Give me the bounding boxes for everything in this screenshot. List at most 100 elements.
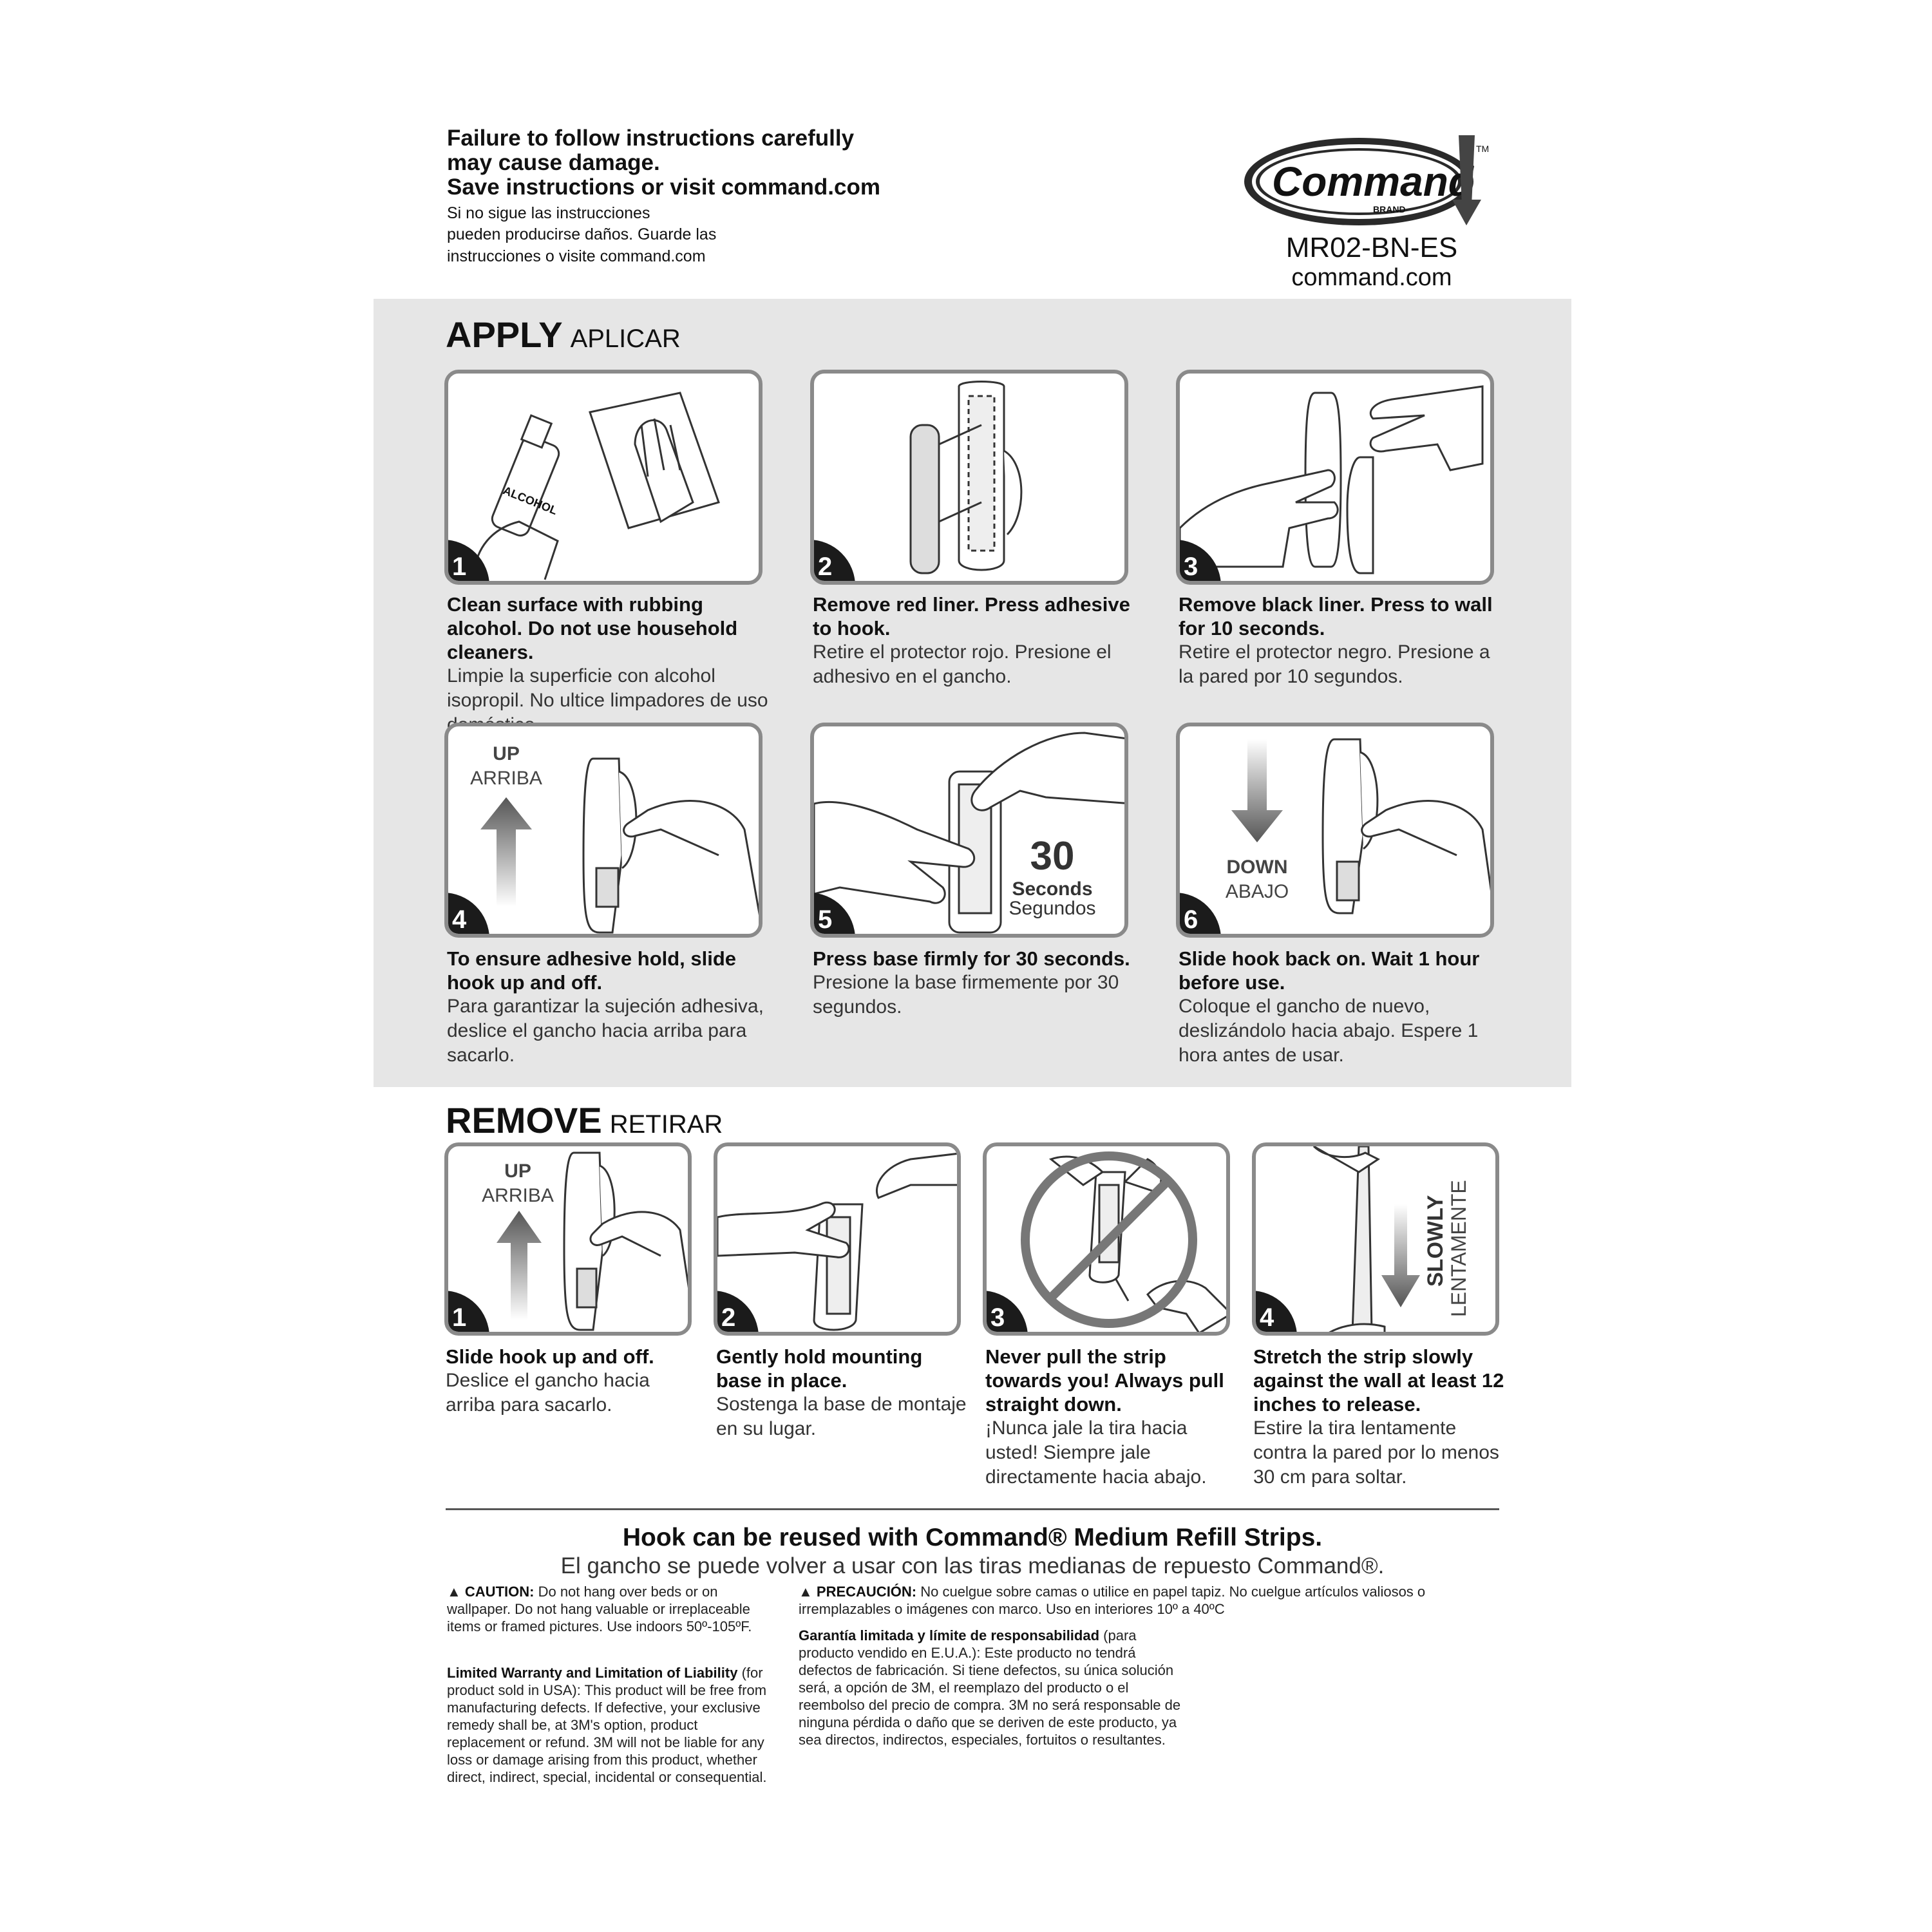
apply-step-3-en: Remove black liner. Press to wall for 10… [1179,593,1493,639]
header-warning: Failure to follow instructions carefully… [447,126,936,267]
apply-step-4-en: To ensure adhesive hold, slide hook up a… [447,947,737,994]
apply-subtitle: APLICAR [570,325,681,353]
remove-step-3-caption: Never pull the strip towards you! Always… [985,1345,1236,1490]
lentamente-label: LENTAMENTE [1447,1180,1470,1317]
remove-step-4-en: Stretch the strip slowly against the wal… [1253,1345,1504,1416]
caution-en-text: Do not hang over beds or on wallpaper. D… [447,1584,752,1634]
remove-step-1-caption: Slide hook up and off. Deslice el gancho… [446,1345,697,1417]
seconds-label: Seconds [1012,878,1092,900]
warning-es-line-2: pueden producirse daños. Guarde las [447,225,717,243]
down-arrow-icon [1231,739,1283,842]
hook-icon [1321,738,1490,923]
hook-icon [563,1151,688,1331]
prohibited-icon [1021,1151,1197,1328]
command-logo: Command BRAND TM [1243,129,1501,232]
hook-icon [582,757,759,934]
warranty-en: Limited Warranty and Limitation of Liabi… [447,1664,769,1786]
remove-step-4-illustration: SLOWLY LENTAMENTE 4 [1252,1142,1499,1336]
warning-en-line-3: Save instructions or visit command.com [447,175,880,200]
thirty-label: 30 [1030,834,1075,878]
section-divider [446,1508,1499,1510]
remove-step-2-es: Sostenga la base de montaje en su lugar. [716,1394,967,1439]
warning-es-line-3: instrucciones o visite command.com [447,247,706,265]
apply-step-1-caption: Clean surface with rubbing alcohol. Do n… [447,592,775,737]
apply-step-2-caption: Remove red liner. Press adhesive to hook… [813,592,1141,689]
warranty-es-label: Garantía limitada y límite de responsabi… [799,1627,1100,1643]
apply-step-5-es: Presione la base firmemente por 30 segun… [813,972,1119,1018]
apply-step-5-illustration: 30 Seconds Segundos 5 [810,723,1128,938]
remove-step-1-en: Slide hook up and off. [446,1345,654,1368]
slowly-label: SLOWLY [1423,1195,1448,1287]
remove-step-2-illustration: 2 [714,1142,961,1336]
press-base-icon [814,732,1124,934]
model-code: MR02-BN-ES [1285,232,1458,263]
remove-step-4-es: Estire la tira lentamente contra la pare… [1253,1417,1499,1488]
apply-step-5-en: Press base firmly for 30 seconds. [813,947,1130,970]
remove-step-3-en: Never pull the strip towards you! Always… [985,1345,1224,1416]
warranty-en-label: Limited Warranty and Limitation of Liabi… [447,1665,738,1681]
up-label: UP [493,743,520,764]
logo-brand: BRAND [1373,204,1406,214]
press-to-wall-icon [1180,385,1484,574]
warning-es: Si no sigue las instrucciones pueden pro… [447,202,936,267]
hold-base-icon [717,1152,957,1331]
warning-triangle-icon: ▲ [447,1584,461,1600]
segundos-label: Segundos [1009,898,1095,919]
apply-step-6-illustration: DOWN ABAJO 6 [1176,723,1494,938]
up-arrow-icon [480,797,532,907]
apply-step-2-illustration: 2 [810,370,1128,585]
remove-step-4-caption: Stretch the strip slowly against the wal… [1253,1345,1504,1490]
stretch-strip-icon [1312,1146,1386,1332]
remove-step-1-illustration: UP ARRIBA 1 [444,1142,692,1336]
remove-step-2-en: Gently hold mounting base in place. [716,1345,923,1392]
apply-step-4-es: Para garantizar la sujeción adhesiva, de… [447,996,764,1066]
website-url[interactable]: command.com [1291,264,1452,291]
down-arrow-icon [1381,1204,1420,1307]
remove-step-2-caption: Gently hold mounting base in place. Sost… [716,1345,967,1441]
remove-subtitle: RETIRAR [609,1110,723,1139]
caution-es: ▲ PRECAUCIÓN: No cuelgue sobre camas o u… [799,1583,1501,1618]
apply-step-6-en: Slide hook back on. Wait 1 hour before u… [1179,947,1480,994]
apply-title: APPLY [446,314,563,355]
reuse-note-en: Hook can be reused with Command® Medium … [622,1524,1323,1551]
arriba-label: ARRIBA [482,1185,554,1206]
remove-step-1-es: Deslice el gancho hacia arriba para saca… [446,1370,650,1416]
up-label: UP [504,1160,531,1182]
apply-step-2-es: Retire el protector rojo. Presione el ad… [813,641,1112,687]
warning-en-line-1: Failure to follow instructions carefully [447,126,855,151]
warning-es-line-1: Si no sigue las instrucciones [447,204,650,222]
caution-es-label: PRECAUCIÓN: [816,1584,917,1600]
apply-step-6-es: Coloque el gancho de nuevo, deslizándolo… [1179,996,1479,1066]
apply-step-6-caption: Slide hook back on. Wait 1 hour before u… [1179,947,1507,1068]
reuse-note-es: El gancho se puede volver a usar con las… [560,1553,1385,1578]
apply-step-1-illustration: ALCOHOL 1 [444,370,762,585]
apply-step-4-caption: To ensure adhesive hold, slide hook up a… [447,947,775,1068]
warranty-es: Garantía limitada y límite de responsabi… [799,1627,1185,1748]
warranty-es-text: (para producto vendido en E.U.A.): Este … [799,1627,1181,1748]
remove-step-3-illustration: 3 [983,1142,1230,1336]
up-arrow-icon [497,1211,542,1320]
apply-step-4-illustration: UP ARRIBA 4 [444,723,762,938]
apply-step-5-caption: Press base firmly for 30 seconds. Presio… [813,947,1141,1019]
logo-tm: TM [1476,144,1489,154]
wrong-pull-icon [1048,1155,1226,1332]
down-label: DOWN [1227,857,1288,878]
apply-step-1-en: Clean surface with rubbing alcohol. Do n… [447,593,738,663]
abajo-label: ABAJO [1226,881,1289,902]
adhesive-strip-icon [909,381,1023,574]
arriba-label: ARRIBA [470,768,542,789]
warning-triangle-icon: ▲ [799,1584,813,1600]
alcohol-wipe-icon: ALCOHOL [473,392,720,580]
logo-wordmark: Command [1272,158,1475,205]
apply-step-3-es: Retire el protector negro. Presione a la… [1179,641,1490,687]
remove-title: REMOVE [446,1100,602,1141]
apply-step-2-en: Remove red liner. Press adhesive to hook… [813,593,1130,639]
apply-step-3-caption: Remove black liner. Press to wall for 10… [1179,592,1507,689]
warning-en-line-2: may cause damage. [447,150,660,175]
apply-step-3-illustration: 3 [1176,370,1494,585]
remove-step-3-es: ¡Nunca jale la tira hacia usted! Siempre… [985,1417,1207,1488]
caution-es-text: No cuelgue sobre camas o utilice en pape… [799,1584,1426,1617]
caution-en: ▲ CAUTION: Do not hang over beds or on w… [447,1583,769,1635]
